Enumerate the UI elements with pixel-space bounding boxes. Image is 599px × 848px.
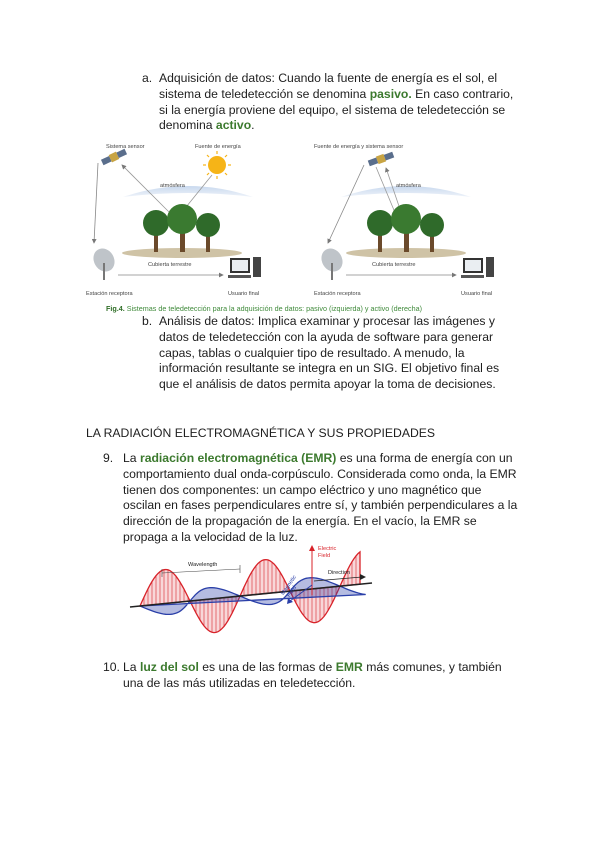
item-9-marker: 9. (103, 451, 114, 465)
label-direction: Direction (328, 570, 350, 576)
label-user-right: Usuario final (461, 291, 492, 297)
satellite-icon (367, 151, 395, 167)
electromagnetic-wave-figure: Wavelength Electric Field Magnetic Field… (129, 545, 373, 634)
item-b-line: capas, tablas o cualquier tipo de result… (159, 345, 465, 360)
item-a-paragraph: Adquisición de datos: Cuando la fuente d… (159, 71, 549, 134)
electric-field-hatching (143, 551, 361, 633)
item-9-paragraph: La radiación electromagnética (EMR) es u… (123, 451, 563, 546)
receiving-dish-icon (321, 248, 343, 280)
electric-field-indicator: Electric Field (309, 545, 337, 595)
item-9-line: oscilan en fases perpendiculares entre s… (123, 498, 518, 513)
atmosphere-arc-right (341, 186, 471, 197)
sun-icon (203, 151, 231, 179)
label-magnetic-field: Field (286, 585, 298, 598)
item-9-line: comportamiento dual onda-corpúsculo. Con… (123, 466, 517, 481)
atmosphere-arc-left (123, 186, 253, 197)
trees-icon (122, 204, 242, 258)
item-9-line-1: La radiación electromagnética (EMR) es u… (123, 451, 513, 465)
computer-icon (228, 257, 261, 278)
item-a-line-4: denomina activo. (159, 118, 255, 133)
label-sensor-source-right: Fuente de energía y sistema sensor (314, 144, 403, 150)
term-emr: radiación electromagnética (EMR) (139, 451, 337, 465)
figure-caption: Fig.4. Sistemas de teledetección para la… (106, 304, 423, 313)
label-electric: Electric (318, 546, 337, 552)
item-b-line: Análisis de datos: Implica examinar y pr… (159, 314, 495, 328)
propagation-axis (129, 582, 373, 608)
remote-sensing-diagram: Sistema sensor Fuente de energía atmósfe… (86, 144, 494, 297)
active-system-panel: Fuente de energía y sistema sensor atmós… (314, 144, 494, 297)
label-electric-field: Field (318, 553, 330, 559)
item-10-line-2: una de las más utilizadas en teledetecci… (123, 675, 356, 690)
label-station-left: Estación receptora (86, 291, 134, 297)
item-9-line: dirección de la propagación de la energí… (123, 514, 477, 529)
item-b-line: que el análisis de datos permita apoyar … (159, 377, 496, 392)
item-9-line: tienen dos componentes: un campo eléctri… (123, 482, 482, 497)
wavelength-marker: Wavelength (161, 562, 241, 577)
label-ground-left: Cubierta terrestre (148, 262, 192, 268)
item-a-line-1: Adquisición de datos: Cuando la fuente d… (159, 71, 498, 85)
item-10-marker: 10. (103, 660, 120, 674)
term-emr-2: EMR (335, 660, 363, 674)
receiving-dish-icon (93, 248, 115, 280)
label-atmosphere-left: atmósfera (160, 183, 186, 189)
trees-icon (346, 204, 466, 258)
label-atmosphere-right: atmósfera (396, 183, 422, 189)
item-a-line-3: si la energía proviene del equipo, el si… (159, 102, 506, 117)
figure-caption-label: Fig.4. (106, 304, 125, 313)
term-pasivo: pasivo. (369, 86, 412, 101)
item-9-line: propaga a la velocidad de la luz. (123, 529, 298, 544)
section-heading: LA RADIACIÓN ELECTROMAGNÉTICA Y SUS PROP… (86, 426, 436, 440)
term-luz-del-sol: luz del sol (139, 660, 199, 674)
passive-system-panel: Sistema sensor Fuente de energía atmósfe… (86, 144, 261, 297)
label-source-left: Fuente de energía (195, 144, 242, 150)
term-activo: activo (215, 118, 252, 133)
label-user-left: Usuario final (228, 291, 259, 297)
item-b-line: información resultante se integra en un … (159, 361, 500, 376)
item-b-marker: b. (142, 314, 153, 328)
item-a-marker: a. (142, 71, 153, 85)
item-b-line: datos de teledetección con la ayuda de s… (159, 329, 494, 344)
label-ground-right: Cubierta terrestre (372, 262, 416, 268)
label-wavelength: Wavelength (188, 562, 217, 568)
label-sensor-left: Sistema sensor (106, 144, 145, 150)
computer-icon (461, 257, 494, 278)
item-b-paragraph: Análisis de datos: Implica examinar y pr… (159, 314, 559, 393)
item-10-paragraph: La luz del sol es una de las formas de E… (123, 660, 563, 692)
satellite-icon (100, 148, 128, 166)
electric-field-wave (138, 550, 361, 634)
label-station-right: Estación receptora (314, 291, 362, 297)
direction-indicator: Direction (313, 570, 366, 582)
item-a-line-2: sistema de teledetección se denomina pas… (159, 86, 514, 101)
item-10-line-1: La luz del sol es una de las formas de E… (123, 660, 502, 674)
